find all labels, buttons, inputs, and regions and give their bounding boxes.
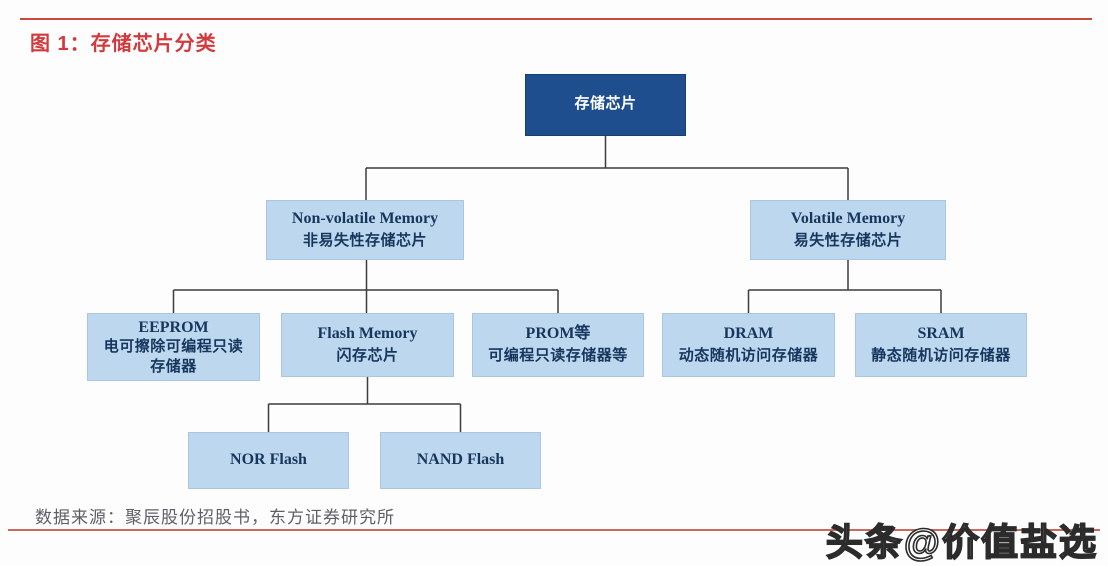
watermark-toutiao: 头条@价值盐选 (825, 521, 1098, 564)
node-nor-flash: NOR Flash (188, 432, 349, 489)
prom-label-en: PROM等 (525, 324, 591, 342)
dram-label-zh: 动态随机访问存储器 (678, 347, 819, 364)
dram-label-en: DRAM (723, 324, 774, 342)
eeprom-label-zh1: 电可擦除可编程只读 (103, 338, 244, 355)
storage-chip-label: 存储芯片 (574, 96, 637, 113)
nor-flash-label: NOR Flash (230, 451, 307, 469)
node-sram: SRAM 静态随机访问存储器 (855, 313, 1027, 377)
node-volatile-memory: Volatile Memory 易失性存储芯片 (750, 200, 946, 260)
nand-flash-label: NAND Flash (416, 451, 505, 469)
figure-title: 图 1：存储芯片分类 (30, 33, 217, 55)
sram-label-en: SRAM (917, 324, 965, 342)
bottom-rule (8, 529, 1100, 531)
node-non-volatile-memory: Non-volatile Memory 非易失性存储芯片 (266, 200, 464, 260)
node-flash-memory: Flash Memory 闪存芯片 (281, 313, 454, 377)
sram-label-zh: 静态随机访问存储器 (871, 347, 1011, 364)
eeprom-label-en: EEPROM (138, 318, 209, 336)
non-volatile-label-en: Non-volatile Memory (291, 209, 439, 227)
non-volatile-label-zh: 非易失性存储芯片 (302, 232, 427, 249)
top-rule (20, 18, 1092, 20)
volatile-label-en: Volatile Memory (790, 209, 906, 227)
node-nand-flash: NAND Flash (380, 432, 541, 489)
eeprom-label-zh2: 存储器 (150, 358, 197, 375)
node-storage-chip: 存储芯片 (525, 74, 686, 136)
flash-label-en: Flash Memory (317, 324, 418, 342)
node-eeprom: EEPROM 电可擦除可编程只读 存储器 (87, 313, 260, 381)
prom-label-zh: 可编程只读存储器等 (488, 347, 628, 364)
data-source-note: 数据来源：聚辰股份招股书，东方证券研究所 (35, 508, 395, 527)
flash-label-zh: 闪存芯片 (336, 347, 399, 364)
node-dram: DRAM 动态随机访问存储器 (662, 313, 835, 377)
node-prom: PROM等 可编程只读存储器等 (472, 313, 644, 377)
volatile-label-zh: 易失性存储芯片 (793, 232, 903, 249)
